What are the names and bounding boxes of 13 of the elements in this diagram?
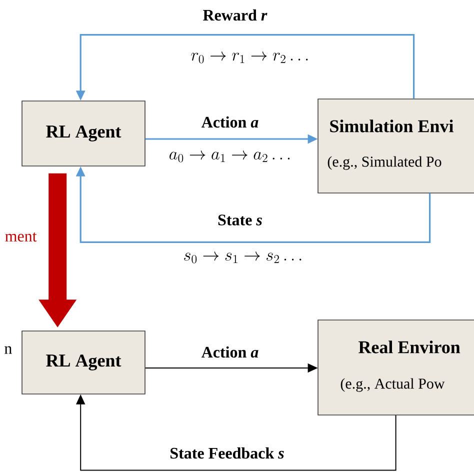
edge-label: State s [218, 214, 262, 226]
edge-label: State Feedback s [170, 447, 284, 459]
sequence-formula: $r_0 \to r_1 \to r_2 \dots$ [191, 52, 308, 64]
edge-label: Action a [202, 116, 258, 128]
sequence-formula: $a_0 \to a_1 \to a_2 \dots$ [170, 150, 290, 162]
environment-box: Simulation Envi (e.g., Simulated Po [318, 98, 474, 194]
sequence-formula: $s_0 \to s_1 \to s_2 \dots$ [184, 252, 302, 264]
edge-label: Reward r [203, 9, 268, 21]
edge-label: Action a [202, 346, 258, 358]
agent-box: RL Agent [22, 330, 146, 394]
environment-box: Real Environ (e.g., Actual Pow [318, 320, 474, 416]
agent-box: RL Agent [22, 100, 146, 166]
edge-label: ment [5, 232, 37, 242]
